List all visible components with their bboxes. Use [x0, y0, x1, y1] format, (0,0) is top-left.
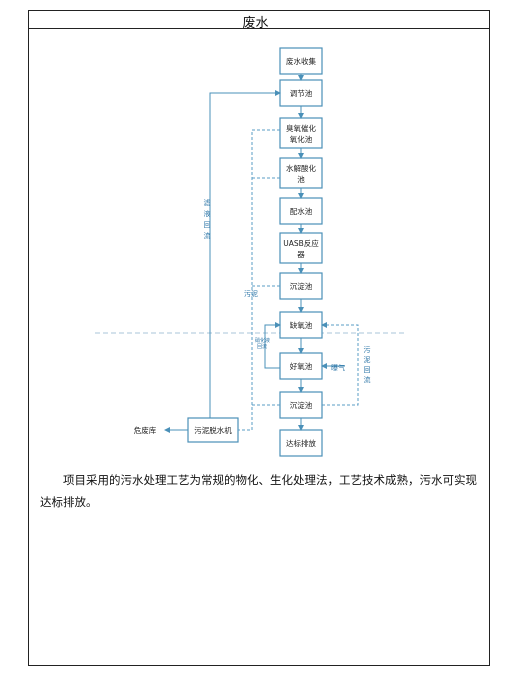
svg-text:配水池: 配水池	[290, 206, 313, 216]
sludge-return-label-3: 回	[364, 366, 371, 374]
flow-step-compliant-discharge: 达标排放	[279, 429, 323, 457]
sludge-dewatering-machine: 污泥脱水机	[187, 417, 239, 443]
aeration-label: 曝气	[331, 363, 345, 372]
sludge-return-label-4: 流	[364, 375, 371, 384]
description-paragraph: 项目采用的污水处理工艺为常规的物化、生化处理法，工艺技术成熟，污水可实现达标排放…	[40, 473, 477, 509]
flow-step-ozone-oxidation-tank: 臭氧催化 氧化池	[279, 117, 323, 149]
nitrate-return-label-1: 硝化液	[255, 337, 270, 344]
flow-step-waste-collection: 废水收集	[279, 47, 323, 75]
flow-step-uasb-reactor: UASB反应 器	[279, 232, 323, 264]
filtrate-return-line	[209, 90, 281, 418]
flow-step-sedimentation-tank-2: 沉淀池	[279, 391, 323, 419]
flow-step-water-distribution-tank: 配水池	[279, 197, 323, 225]
document-frame	[28, 10, 490, 666]
nitrate-return-label-2: 回流	[257, 343, 267, 350]
flow-step-hydrolysis-acidification-tank: 水解酸化 池	[279, 157, 323, 189]
svg-text:污泥脱水机: 污泥脱水机	[194, 425, 232, 435]
svg-text:调节池: 调节池	[290, 88, 313, 98]
svg-text:器: 器	[297, 250, 305, 259]
svg-text:池: 池	[297, 174, 305, 184]
nitrate-return-line	[264, 322, 281, 369]
page-title: 废水	[242, 16, 269, 31]
sludge-return-line	[321, 322, 359, 406]
flow-step-sedimentation-tank-1: 沉淀池	[279, 272, 323, 300]
flow-step-aerobic-tank: 好氧池	[279, 352, 323, 380]
header-divider	[28, 28, 490, 29]
filtrate-return-label-4: 流	[204, 231, 211, 240]
sludge-return-label-2: 泥	[364, 356, 371, 364]
flow-step-anoxic-tank: 缺氧池	[279, 311, 323, 339]
svg-text:臭氧催化: 臭氧催化	[286, 123, 316, 133]
svg-text:沉淀池: 沉淀池	[290, 400, 313, 410]
filtrate-return-label-1: 滤	[204, 198, 211, 207]
svg-text:UASB反应: UASB反应	[283, 238, 319, 248]
flow-step-equalization-tank: 调节池	[279, 79, 323, 107]
svg-text:废水收集: 废水收集	[286, 56, 316, 66]
sludge-return-label-1: 污	[364, 346, 371, 354]
svg-text:好氧池: 好氧池	[290, 361, 313, 371]
sludge-label: 污泥	[244, 290, 258, 298]
sludge-collection-lines	[238, 129, 280, 431]
svg-text:水解酸化: 水解酸化	[286, 163, 316, 173]
hazardous-waste-store-label: 危废库	[134, 425, 157, 435]
svg-text:达标排放: 达标排放	[286, 438, 316, 448]
svg-text:氧化池: 氧化池	[290, 134, 313, 144]
svg-text:缺氧池: 缺氧池	[290, 320, 313, 330]
svg-text:沉淀池: 沉淀池	[290, 281, 313, 291]
filtrate-return-label-3: 回	[204, 221, 211, 229]
filtrate-return-label-2: 液	[204, 209, 211, 218]
